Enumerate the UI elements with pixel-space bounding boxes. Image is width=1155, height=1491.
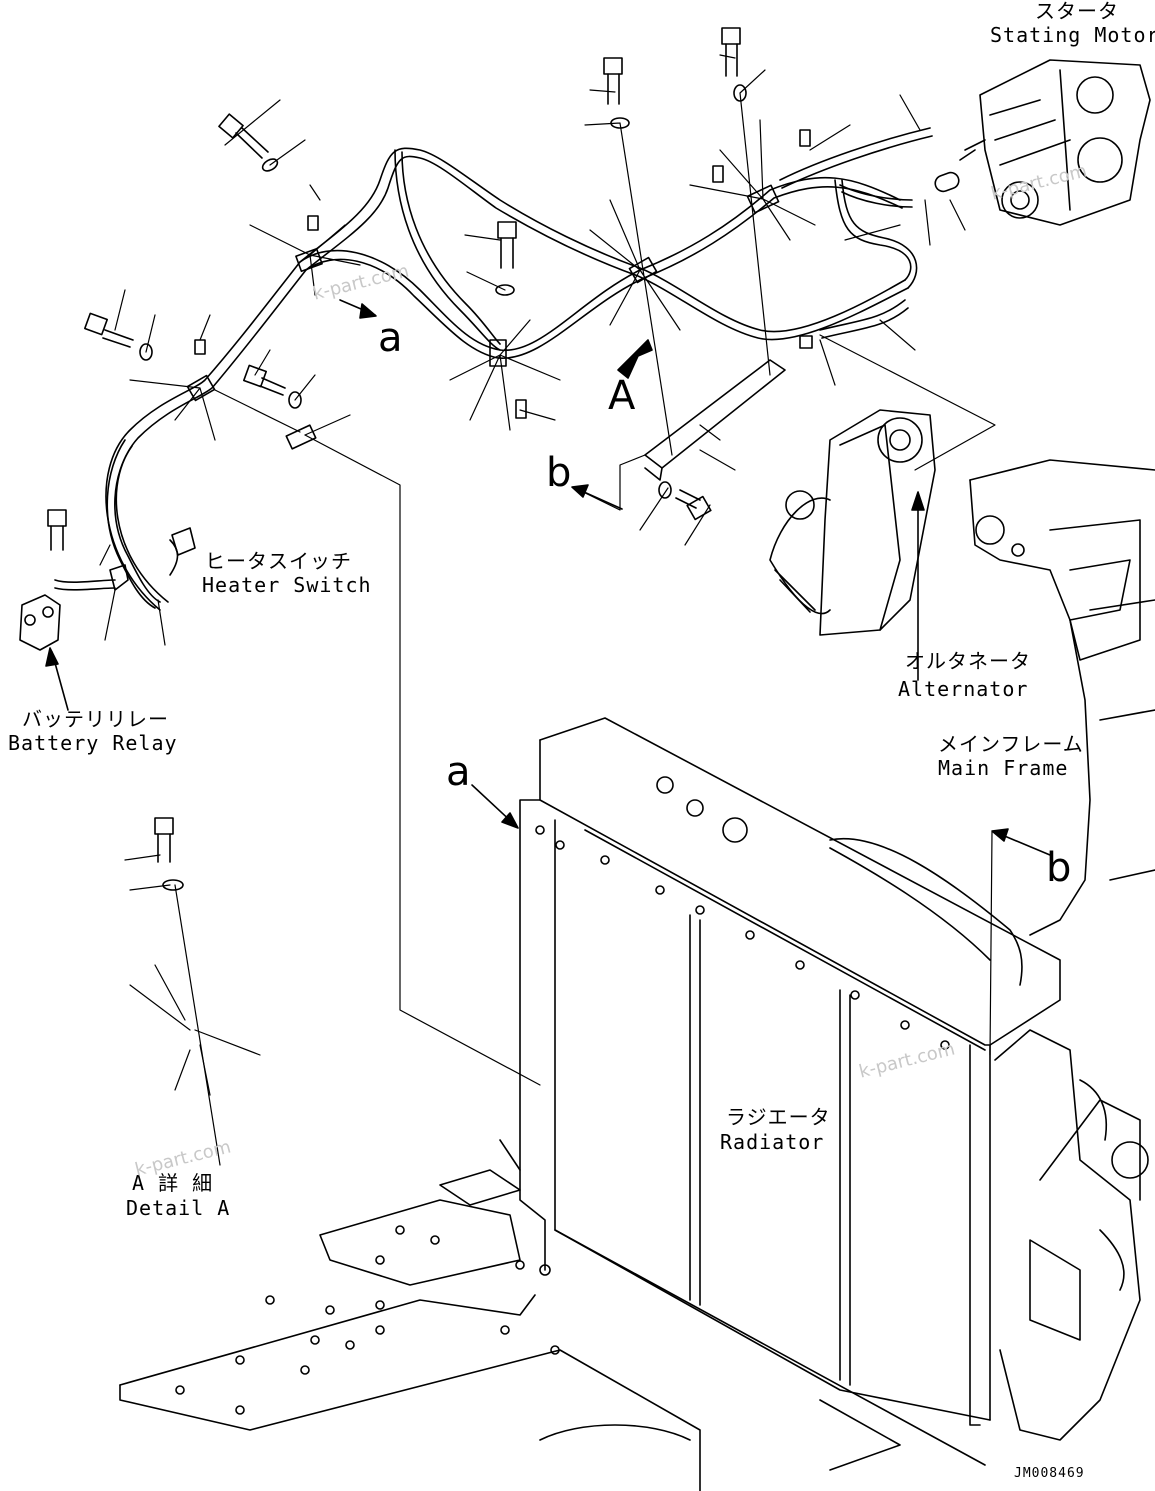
heater-switch-label-en: Heater Switch (202, 573, 372, 597)
drawing-code: JM008469 (1014, 1466, 1085, 1481)
heater-switch (109, 527, 196, 591)
radiator (515, 717, 1061, 1466)
ref-a-top-callout: a (378, 315, 403, 361)
ref-a-bottom-callout: a (446, 749, 471, 795)
base-frame (119, 1139, 901, 1491)
reference-lines (214, 334, 996, 1086)
ref-b-left-callout: b (546, 450, 572, 496)
alternator (769, 409, 936, 636)
harness-clamps (186, 184, 780, 450)
radiator-label-jp: ラジエータ (726, 1105, 831, 1129)
view-a-callout: A (608, 373, 636, 419)
main-frame-label-jp: メインフレーム (938, 732, 1084, 756)
leader-lines (99, 54, 966, 1166)
arrows (45, 299, 1051, 856)
battery-relay (19, 594, 61, 651)
detail-a-label-en: Detail A (126, 1196, 231, 1220)
starting-motor-label-jp: スタータ (1035, 0, 1119, 23)
battery-relay-label-jp: バッテリリレー (22, 707, 169, 731)
fasteners (47, 27, 960, 891)
heater-switch-label-jp: ヒータスイッチ (205, 549, 352, 573)
main-frame-label-en: Main Frame (938, 756, 1069, 780)
ref-b-right-callout: b (1046, 845, 1072, 891)
alternator-label-jp: オルタネータ (905, 649, 1031, 673)
right-equipment (994, 1029, 1149, 1441)
starting-motor-label-en: Stating Motor (990, 23, 1155, 47)
wire-harness (54, 127, 933, 611)
detail-a-label-jp: A 詳 細 (132, 1171, 214, 1195)
starting-motor (959, 59, 1151, 226)
harness-bracket (644, 359, 786, 481)
main-frame (969, 459, 1155, 936)
alternator-label-en: Alternator (898, 677, 1029, 701)
battery-relay-label-en: Battery Relay (8, 731, 178, 755)
radiator-label-en: Radiator (720, 1130, 825, 1154)
